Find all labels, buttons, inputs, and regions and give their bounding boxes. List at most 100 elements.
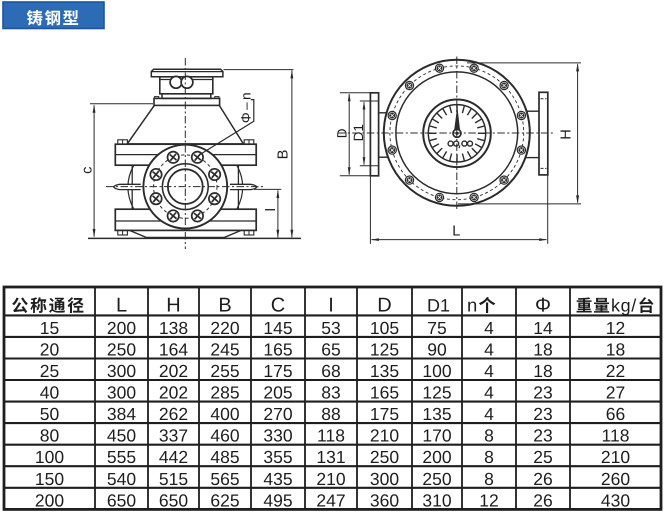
svg-text:495: 495 (263, 490, 292, 510)
svg-text:15: 15 (40, 318, 59, 338)
svg-text:430: 430 (601, 490, 630, 510)
svg-text:12: 12 (479, 490, 498, 510)
svg-text:255: 255 (210, 361, 239, 381)
svg-text:540: 540 (107, 469, 136, 489)
svg-text:131: 131 (316, 447, 345, 467)
svg-text:202: 202 (159, 383, 188, 403)
svg-text:170: 170 (422, 426, 451, 446)
svg-text:18: 18 (533, 339, 552, 359)
svg-text:I: I (328, 295, 334, 317)
svg-text:355: 355 (263, 447, 292, 467)
svg-text:245: 245 (210, 339, 239, 359)
svg-text:650: 650 (159, 490, 188, 510)
svg-text:40: 40 (40, 383, 60, 403)
svg-text:75: 75 (427, 318, 446, 338)
svg-text:8: 8 (484, 447, 494, 467)
svg-text:B: B (218, 295, 231, 317)
svg-text:384: 384 (107, 404, 136, 424)
svg-text:80: 80 (40, 426, 60, 446)
svg-text:D: D (377, 295, 391, 317)
svg-text:23: 23 (533, 404, 552, 424)
svg-text:23: 23 (533, 383, 552, 403)
svg-text:310: 310 (422, 490, 451, 510)
svg-text:262: 262 (159, 404, 188, 424)
svg-text:26: 26 (533, 469, 552, 489)
svg-text:565: 565 (210, 469, 239, 489)
svg-text:330: 330 (263, 426, 292, 446)
svg-text:300: 300 (107, 361, 136, 381)
svg-text:65: 65 (321, 339, 340, 359)
svg-text:118: 118 (317, 426, 345, 446)
svg-text:200: 200 (35, 490, 64, 510)
svg-text:8: 8 (484, 469, 494, 489)
svg-text:220: 220 (210, 318, 239, 338)
svg-text:250: 250 (107, 339, 136, 359)
svg-text:53: 53 (321, 318, 340, 338)
svg-text:118: 118 (602, 426, 630, 446)
svg-text:100: 100 (422, 361, 451, 381)
svg-text:D1: D1 (427, 296, 450, 316)
svg-text:515: 515 (159, 469, 188, 489)
svg-text:4: 4 (484, 383, 494, 403)
svg-text:90: 90 (427, 339, 447, 359)
svg-text:Φ–n: Φ–n (238, 90, 253, 123)
svg-text:165: 165 (370, 383, 399, 403)
svg-text:650: 650 (107, 490, 136, 510)
svg-text:250: 250 (370, 447, 399, 467)
svg-text:25: 25 (533, 447, 552, 467)
svg-text:435: 435 (263, 469, 292, 489)
svg-text:145: 145 (263, 318, 292, 338)
svg-text:135: 135 (370, 361, 399, 381)
svg-text:C: C (271, 295, 285, 317)
svg-text:88: 88 (321, 404, 340, 424)
svg-text:4: 4 (484, 318, 494, 338)
svg-text:18: 18 (606, 339, 625, 359)
svg-text:66: 66 (606, 404, 625, 424)
svg-text:4: 4 (484, 404, 494, 424)
svg-text:485: 485 (210, 447, 239, 467)
svg-text:442: 442 (159, 447, 188, 467)
svg-text:138: 138 (159, 318, 188, 338)
svg-text:337: 337 (159, 426, 188, 446)
svg-text:360: 360 (370, 490, 399, 510)
svg-text:202: 202 (159, 361, 188, 381)
svg-text:125: 125 (422, 383, 451, 403)
svg-text:205: 205 (263, 383, 292, 403)
svg-text:26: 26 (533, 490, 552, 510)
svg-text:150: 150 (35, 469, 64, 489)
svg-text:555: 555 (107, 447, 136, 467)
svg-text:260: 260 (601, 469, 630, 489)
svg-text:105: 105 (370, 318, 399, 338)
svg-text:68: 68 (321, 361, 340, 381)
svg-text:18: 18 (533, 361, 552, 381)
svg-text:4: 4 (484, 339, 494, 359)
svg-text:H: H (558, 129, 574, 139)
svg-text:L: L (116, 295, 127, 317)
svg-text:kg/: kg/ (611, 296, 637, 316)
svg-text:285: 285 (210, 383, 239, 403)
svg-text:I: I (263, 208, 279, 212)
svg-text:n: n (467, 295, 477, 316)
svg-text:14: 14 (533, 318, 553, 338)
svg-text:H: H (166, 295, 180, 317)
svg-text:22: 22 (606, 361, 625, 381)
svg-text:460: 460 (210, 426, 239, 446)
svg-text:23: 23 (533, 426, 552, 446)
svg-text:200: 200 (107, 318, 136, 338)
svg-text:20: 20 (40, 339, 60, 359)
svg-text:164: 164 (159, 339, 188, 359)
svg-text:400: 400 (210, 404, 239, 424)
svg-text:165: 165 (263, 339, 292, 359)
svg-text:135: 135 (422, 404, 451, 424)
svg-text:625: 625 (210, 490, 239, 510)
svg-text:c: c (79, 167, 95, 174)
svg-text:125: 125 (370, 339, 399, 359)
svg-text:210: 210 (316, 469, 345, 489)
svg-text:300: 300 (370, 469, 399, 489)
svg-text:4: 4 (484, 361, 494, 381)
svg-text:Φ: Φ (535, 295, 551, 317)
svg-text:247: 247 (316, 490, 345, 510)
svg-text:27: 27 (606, 383, 625, 403)
svg-text:210: 210 (370, 426, 399, 446)
svg-text:25: 25 (40, 361, 59, 381)
